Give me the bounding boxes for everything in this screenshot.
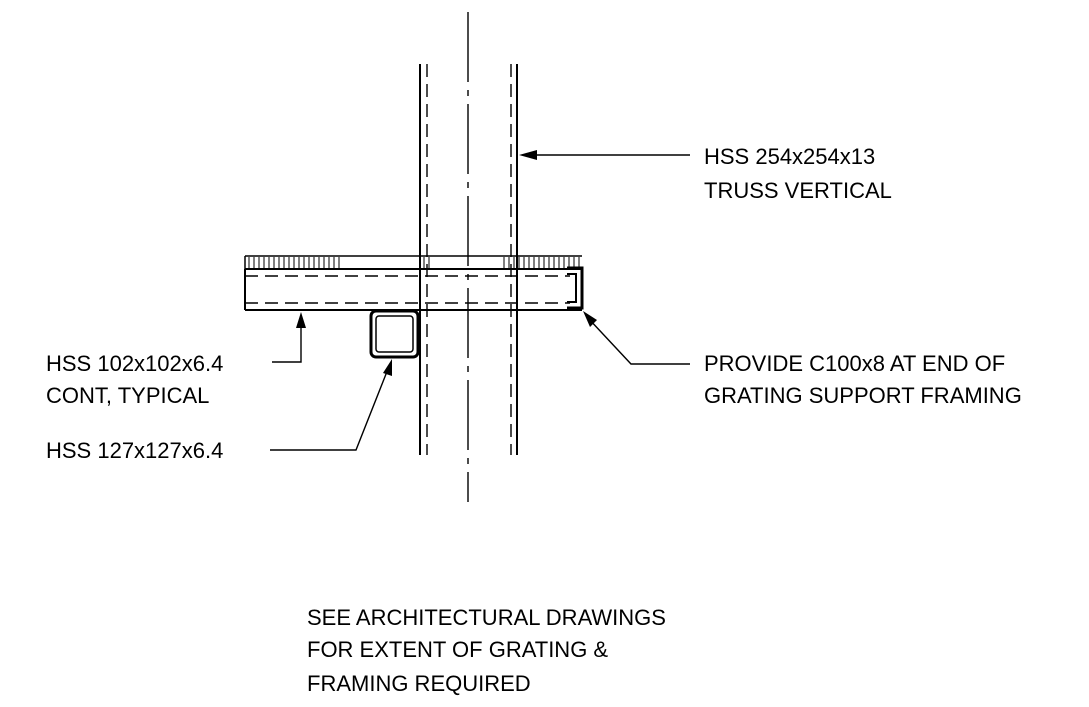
grating bbox=[244, 255, 582, 270]
truss-vertical bbox=[419, 12, 518, 502]
cont-member-leader bbox=[272, 312, 306, 363]
note-line2: FOR EXTENT OF GRATING & bbox=[307, 637, 608, 662]
hss-102-member bbox=[244, 268, 582, 311]
truss-vertical-label-line2: TRUSS VERTICAL bbox=[704, 178, 892, 203]
channel-leader bbox=[583, 311, 690, 365]
general-note: SEE ARCHITECTURAL DRAWINGS FOR EXTENT OF… bbox=[307, 605, 666, 696]
truss-vertical-label: HSS 254x254x13 TRUSS VERTICAL bbox=[704, 144, 892, 203]
truss-vertical-leader bbox=[519, 150, 690, 160]
cont-member-label: HSS 102x102x6.4 CONT, TYPICAL bbox=[46, 351, 223, 408]
small-tube-label: HSS 127x127x6.4 bbox=[46, 438, 223, 463]
grating-hatch bbox=[248, 257, 580, 268]
small-tube-label-line1: HSS 127x127x6.4 bbox=[46, 438, 223, 463]
note-line3: FRAMING REQUIRED bbox=[307, 671, 531, 696]
channel-label: PROVIDE C100x8 AT END OF GRATING SUPPORT… bbox=[704, 351, 1022, 408]
channel-label-line1: PROVIDE C100x8 AT END OF bbox=[704, 351, 1005, 376]
cont-member-label-line1: HSS 102x102x6.4 bbox=[46, 351, 223, 376]
cont-member-label-line2: CONT, TYPICAL bbox=[46, 383, 209, 408]
small-tube-leader bbox=[270, 359, 392, 451]
hss-127-tube bbox=[369, 309, 420, 359]
truss-vertical-label-line1: HSS 254x254x13 bbox=[704, 144, 875, 169]
channel-label-line2: GRATING SUPPORT FRAMING bbox=[704, 383, 1022, 408]
note-line1: SEE ARCHITECTURAL DRAWINGS bbox=[307, 605, 666, 630]
channel-c100 bbox=[567, 266, 584, 310]
